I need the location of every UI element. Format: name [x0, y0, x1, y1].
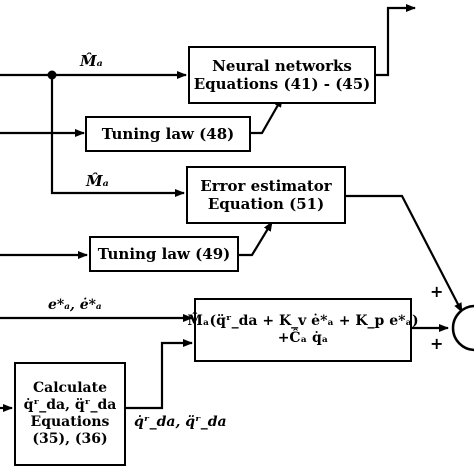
plus-sign-lower: + [430, 334, 444, 353]
branch-junction-dot [47, 70, 57, 80]
error-estimator-block: Error estimator Equation (51) [186, 166, 346, 224]
control-law-block: M̂ₐ(q̈ʳ_da + K_v ė*ₐ + K_p e*ₐ) +Ĉₐ q̇ₐ [187, 298, 419, 362]
neural-block-equations: Equations (41) - (45) [193, 75, 371, 93]
line-calc-to-control [125, 339, 193, 410]
label-errors: e*ₐ, ė*ₐ [48, 297, 102, 313]
control-law-line2: +Ĉₐ q̇ₐ [277, 330, 329, 346]
line-neural-output [375, 4, 416, 77]
error-estimator-title: Error estimator [200, 177, 332, 195]
label-m-hat-mid: M̂ₐ [86, 172, 109, 190]
plus-sign-upper: + [430, 282, 444, 301]
line-branch-to-error [50, 75, 185, 197]
calculate-block: Calculate q̇ʳ_da, q̈ʳ_da Equations (35),… [14, 362, 126, 466]
tuning-law-49-label: Tuning law (49) [97, 245, 231, 263]
line-tuning49-to-error [238, 221, 273, 257]
neural-block-title: Neural networks [212, 57, 352, 75]
summing-junction [451, 304, 474, 352]
tuning-law-48-label: Tuning law (48) [101, 125, 235, 143]
calculate-variables: q̇ʳ_da, q̈ʳ_da [23, 397, 117, 414]
neural-networks-block: Neural networks Equations (41) - (45) [188, 46, 376, 104]
calculate-equations-label: Equations [30, 414, 110, 430]
label-reference-vel-acc: q̇ʳ_da, q̈ʳ_da [134, 414, 227, 430]
tuning-law-49-block: Tuning law (49) [89, 236, 239, 272]
label-m-hat-top: M̂ₐ [80, 52, 103, 70]
line-tuning48-to-neural [250, 97, 283, 135]
tuning-law-48-block: Tuning law (48) [85, 116, 251, 152]
error-estimator-equation: Equation (51) [207, 195, 325, 213]
calculate-equation-numbers: (35), (36) [32, 430, 108, 447]
control-law-line1: M̂ₐ(q̈ʳ_da + K_v ė*ₐ + K_p e*ₐ) [187, 313, 419, 330]
line-error-to-sum [345, 194, 463, 313]
calculate-title: Calculate [33, 380, 107, 397]
